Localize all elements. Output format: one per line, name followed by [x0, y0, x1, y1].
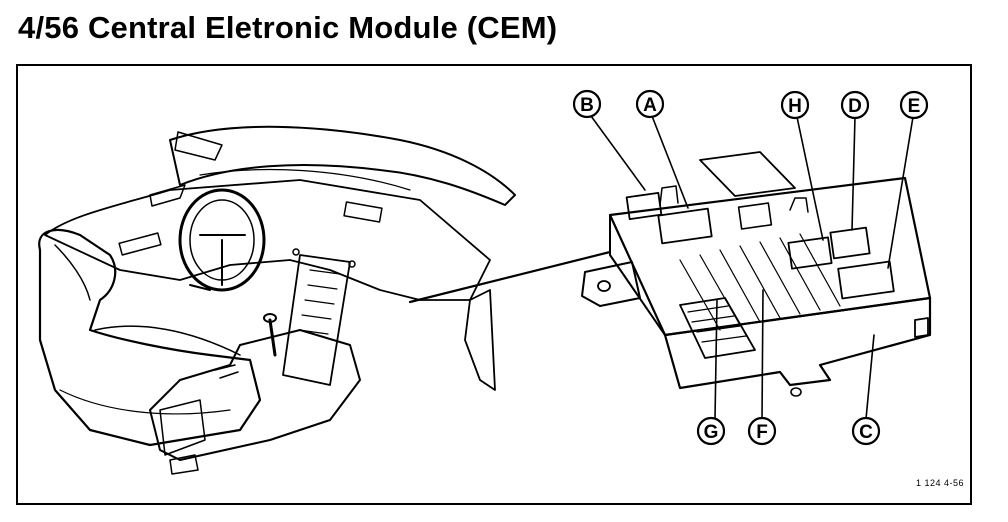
fuse-block	[679, 297, 756, 359]
location-pointer-line	[408, 250, 612, 304]
callout-b: B	[572, 89, 602, 119]
callout-f: F	[747, 416, 777, 446]
callout-g-label: G	[704, 422, 719, 443]
dashboard-outline	[169, 125, 516, 206]
callout-c: C	[851, 416, 881, 446]
callout-e: E	[899, 90, 929, 120]
cem-location-panel	[282, 254, 351, 386]
callout-d-label: D	[848, 96, 862, 117]
cem-module-illustration	[581, 151, 932, 397]
connector-d	[829, 226, 871, 260]
callout-f-label: F	[756, 422, 768, 443]
callout-leaders	[590, 115, 914, 420]
connector-b	[625, 191, 663, 221]
callout-a-label: A	[643, 95, 657, 116]
callout-b-label: B	[580, 95, 594, 116]
callout-h-label: H	[788, 96, 802, 117]
callout-g: G	[696, 416, 726, 446]
figure-reference-code: 1 124 4-56	[915, 478, 964, 488]
callout-a: A	[635, 89, 665, 119]
connector-a	[657, 207, 713, 245]
driver-seat	[38, 228, 262, 447]
callout-h: H	[780, 90, 810, 120]
car-interior-illustration	[38, 125, 612, 475]
connector-h	[787, 236, 833, 270]
connector-e	[837, 260, 895, 300]
cem-housing	[608, 176, 932, 337]
callout-c-label: C	[859, 422, 873, 443]
steering-wheel	[178, 188, 266, 292]
callout-e-label: E	[908, 96, 921, 117]
diagram-frame	[16, 64, 972, 505]
callout-d: D	[840, 90, 870, 120]
center-console	[149, 329, 361, 461]
mounting-bracket	[581, 261, 641, 307]
page-title: 4/56 Central Eletronic Module (CEM)	[18, 10, 558, 45]
